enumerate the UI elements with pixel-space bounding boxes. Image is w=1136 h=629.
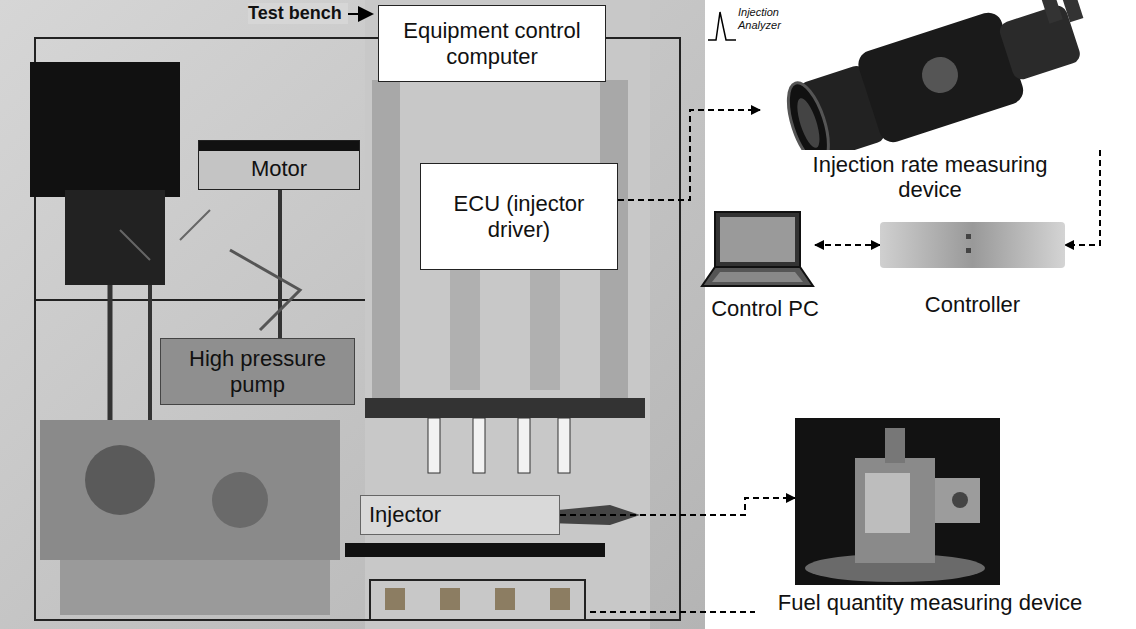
process-box: Injector bbox=[360, 495, 560, 535]
dashed-connector bbox=[1065, 150, 1100, 245]
process-box: Equipment control computer bbox=[378, 5, 606, 82]
dashed-connector bbox=[560, 498, 795, 515]
box-label: Equipment control computer bbox=[387, 18, 597, 69]
text-stack: Equipment control computer bbox=[387, 18, 597, 69]
leader-line bbox=[590, 611, 755, 613]
process-box: High pressure pump bbox=[160, 338, 355, 405]
device-node: Fuel quantity measuring device bbox=[795, 418, 1000, 585]
process-box: Motor bbox=[198, 140, 360, 190]
text-stack: Injector bbox=[369, 502, 441, 527]
title-label: Test bench bbox=[248, 3, 348, 24]
logo-wave bbox=[708, 12, 736, 40]
device-node: Injection rate measuring device bbox=[760, 0, 1120, 150]
camera-photo bbox=[760, 0, 1120, 150]
dashed-connector bbox=[618, 110, 760, 200]
leader-arrow bbox=[345, 13, 372, 15]
box-label: Injector bbox=[369, 502, 441, 527]
controller-box bbox=[880, 222, 1065, 268]
device-node: Control PC bbox=[700, 210, 815, 290]
box-label: ECU (injector driver) bbox=[429, 191, 609, 242]
test-bench-photo bbox=[0, 0, 710, 629]
dashed-connector bbox=[815, 244, 880, 246]
text-stack: ECU (injector driver) bbox=[429, 191, 609, 242]
box-label: Motor bbox=[251, 156, 307, 181]
process-box: ECU (injector driver) bbox=[420, 163, 618, 270]
motor-band bbox=[199, 141, 359, 151]
box-label: High pressure pump bbox=[169, 346, 346, 397]
device-label: Controller bbox=[880, 292, 1065, 317]
text-stack: Motor bbox=[251, 156, 307, 181]
logo-text: Injection Analyzer bbox=[738, 6, 798, 31]
device-label: Control PC bbox=[690, 296, 840, 321]
device-label: Injection rate measuring device bbox=[780, 152, 1080, 203]
laptop-icon bbox=[700, 210, 815, 290]
text-stack: High pressure pump bbox=[169, 346, 346, 397]
device-label: Fuel quantity measuring device bbox=[760, 590, 1100, 615]
fuel-meter-photo bbox=[795, 418, 1000, 585]
device-node: Controller bbox=[880, 222, 1065, 268]
